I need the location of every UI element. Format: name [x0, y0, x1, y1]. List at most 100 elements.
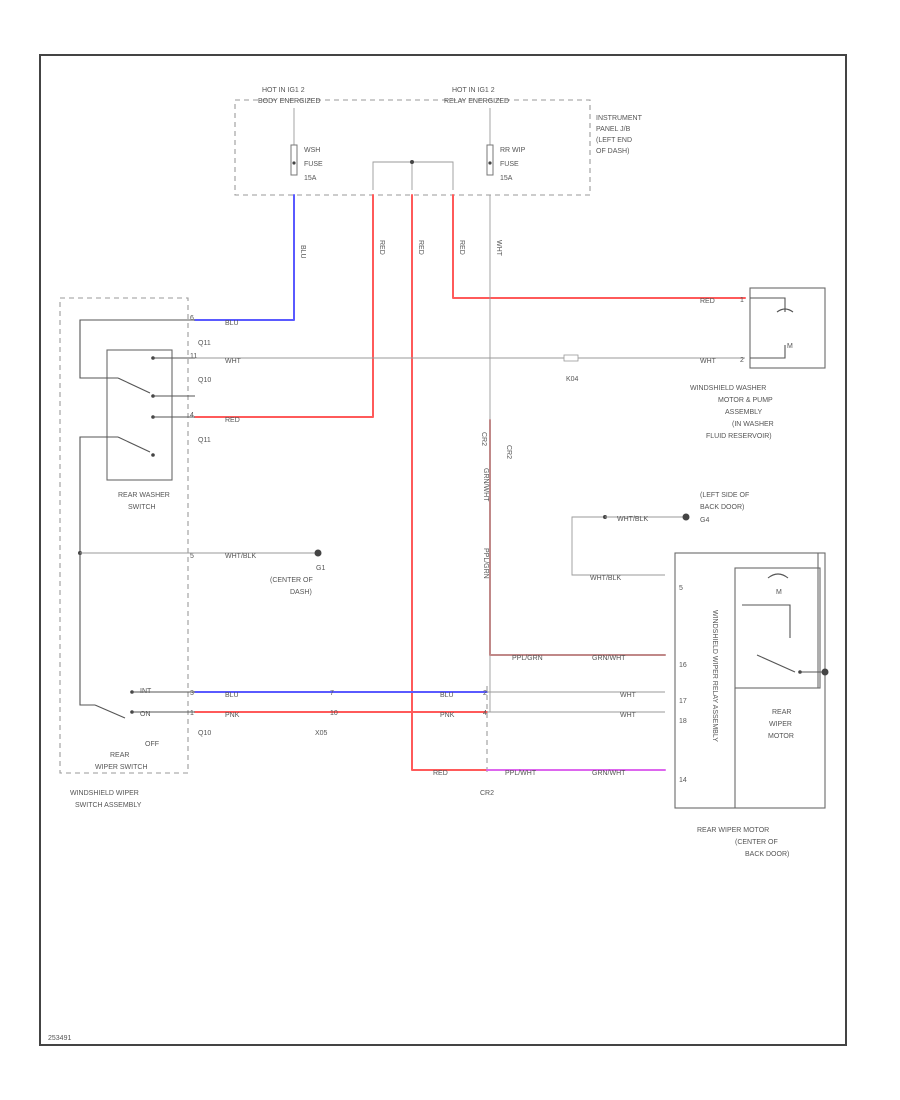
park-switch-blade [756, 654, 796, 673]
motor-label-1: REAR WIPER MOTOR [697, 827, 769, 834]
pplgrn-wire-to-motor [489, 419, 666, 656]
pump-motor-symbol: M [787, 343, 793, 350]
k04-label: K04 [566, 376, 579, 383]
wsh-fuse-label2: FUSE [304, 161, 323, 168]
diagram-frame [39, 54, 847, 1046]
pump-internal-path-2 [750, 345, 786, 359]
wiper-int-label: INT [140, 688, 152, 695]
jb-internal-bus [372, 161, 454, 190]
red-wire-pump-feed [452, 194, 746, 299]
wiper-switch-common-path [79, 553, 95, 706]
motor-pin-5: 5 [679, 585, 683, 592]
washer-switch-blade-2 [117, 436, 151, 453]
ground-door-name: G4 [700, 517, 709, 524]
motor-case-ground [821, 668, 829, 676]
pump-label-3: ASSEMBLY [725, 409, 763, 416]
rear-washer-switch-box [106, 349, 173, 481]
ground-g1-loc: (CENTER OF [270, 577, 313, 584]
wsh-fuse-dot [292, 161, 296, 165]
hot-right-sub-label: RELAY ENERGIZED [444, 98, 509, 105]
motor-pin-18: 18 [679, 718, 687, 725]
red-vertical-label-2: RED [417, 240, 424, 255]
washer-switch-blade-1 [117, 377, 151, 394]
pin-3: 3 [190, 690, 194, 697]
rear-wiper-motor-inner-box [734, 567, 821, 689]
washer-pump-box [749, 287, 826, 369]
hot-left-sub-label: BODY ENERGIZED [258, 98, 321, 105]
rear-washer-switch-label: REAR WASHER [118, 492, 170, 499]
footer-id: 253491 [48, 1035, 71, 1042]
rr-wip-fuse-rating: 15A [500, 175, 513, 182]
wht-blk-label-1: WHT/BLK [225, 553, 256, 560]
ground-g1-loc2: DASH) [290, 589, 312, 596]
jb-splice-dot [410, 160, 414, 164]
q10-top-label: Q10 [198, 377, 211, 384]
q10-bottom-label: Q10 [198, 730, 211, 737]
pump-label-1: WINDSHIELD WASHER [690, 385, 766, 392]
pin-1: 1 [190, 710, 194, 717]
rear-wiper-motor-name-1: REAR [772, 709, 791, 716]
pump-motor-arc [776, 308, 794, 313]
rear-wiper-motor-name-2: WIPER [769, 721, 792, 728]
pump-pin-2: 2 [740, 357, 744, 364]
wiper-switch-blade [94, 704, 126, 719]
rear-wiper-motor-box [674, 552, 826, 809]
pplgrn-vertical-label: PPL/GRN [482, 548, 489, 579]
wsh-fuse-rating: 15A [304, 175, 317, 182]
k04-inline-connector [563, 354, 579, 362]
cr2-pin-2: 2 [483, 690, 487, 697]
pnk-ct-label-2: PNK [440, 712, 455, 719]
pplgrn-horizontal-label: PPL/GRN [512, 655, 543, 662]
grnwht-vertical-label: GRN/WHT [482, 468, 489, 502]
cr2-vertical-connector: CR2 [480, 432, 487, 446]
red-wire-switch-feed [194, 194, 374, 418]
pump-label-5: FLUID RESERVOIR) [706, 433, 772, 440]
red-wire-motor-feed [411, 194, 488, 771]
rr-wip-fuse-label2: FUSE [500, 161, 519, 168]
cr2-pin-4: 4 [483, 710, 487, 717]
q11-mid-label: Q11 [198, 437, 211, 444]
pin-5: 5 [190, 553, 194, 560]
ground-g1-name: G1 [316, 565, 325, 572]
blu-horizontal-label: BLU [225, 320, 239, 327]
rear-washer-switch-label2: SWITCH [128, 504, 156, 511]
assembly-label-2: SWITCH ASSEMBLY [75, 802, 142, 809]
wiper-on-label: ON [140, 711, 151, 718]
wsh-fuse-symbol [290, 144, 298, 176]
panel-label-3: (LEFT END [596, 137, 632, 144]
motor-pin-17: 17 [679, 698, 687, 705]
red-bottom-label: RED [433, 770, 448, 777]
blu-ct-label-2: BLU [440, 692, 454, 699]
ground-g4-symbol [682, 513, 690, 521]
rear-wiper-switch-label: REAR [110, 752, 129, 759]
instrument-panel-jb-box [234, 99, 591, 196]
pin-4: 4 [190, 412, 194, 419]
wht-horizontal-label-1: WHT [225, 358, 242, 365]
wiper-off-label: OFF [145, 741, 159, 748]
wsh-fuse-label: WSH [304, 147, 320, 154]
inline-pin-10: 10 [330, 710, 338, 717]
wht-ct-label: WHT [620, 692, 637, 699]
panel-label-2: PANEL J/B [596, 126, 631, 133]
wht-pump-label: WHT [700, 358, 717, 365]
ground-g1-symbol [314, 549, 322, 557]
rear-wiper-motor-name-3: MOTOR [768, 733, 794, 740]
washer-contact-4 [151, 453, 155, 457]
cr2-bottom-label: CR2 [480, 790, 494, 797]
rear-motor-arc [767, 573, 789, 579]
red-vertical-label-1: RED [378, 240, 385, 255]
motor-pin-16: 16 [679, 662, 687, 669]
park-switch-path [742, 604, 791, 638]
washer-switch-common-path [79, 319, 195, 379]
ground-door-loc-1: (LEFT SIDE OF [700, 492, 749, 499]
rr-wip-fuse-symbol [486, 144, 494, 176]
rr-wip-fuse-label: RR WIP [500, 147, 526, 154]
hot-right-label: HOT IN IG1 2 [452, 87, 495, 94]
motor-pin-14: 14 [679, 777, 687, 784]
blu-wire-washer-feed [194, 194, 295, 321]
wht-vertical-label: WHT [495, 240, 502, 257]
rr-wip-fuse-dot [488, 161, 492, 165]
motor-label-2: (CENTER OF [735, 839, 778, 846]
wht-blk-label-2: WHT/BLK [590, 575, 621, 582]
